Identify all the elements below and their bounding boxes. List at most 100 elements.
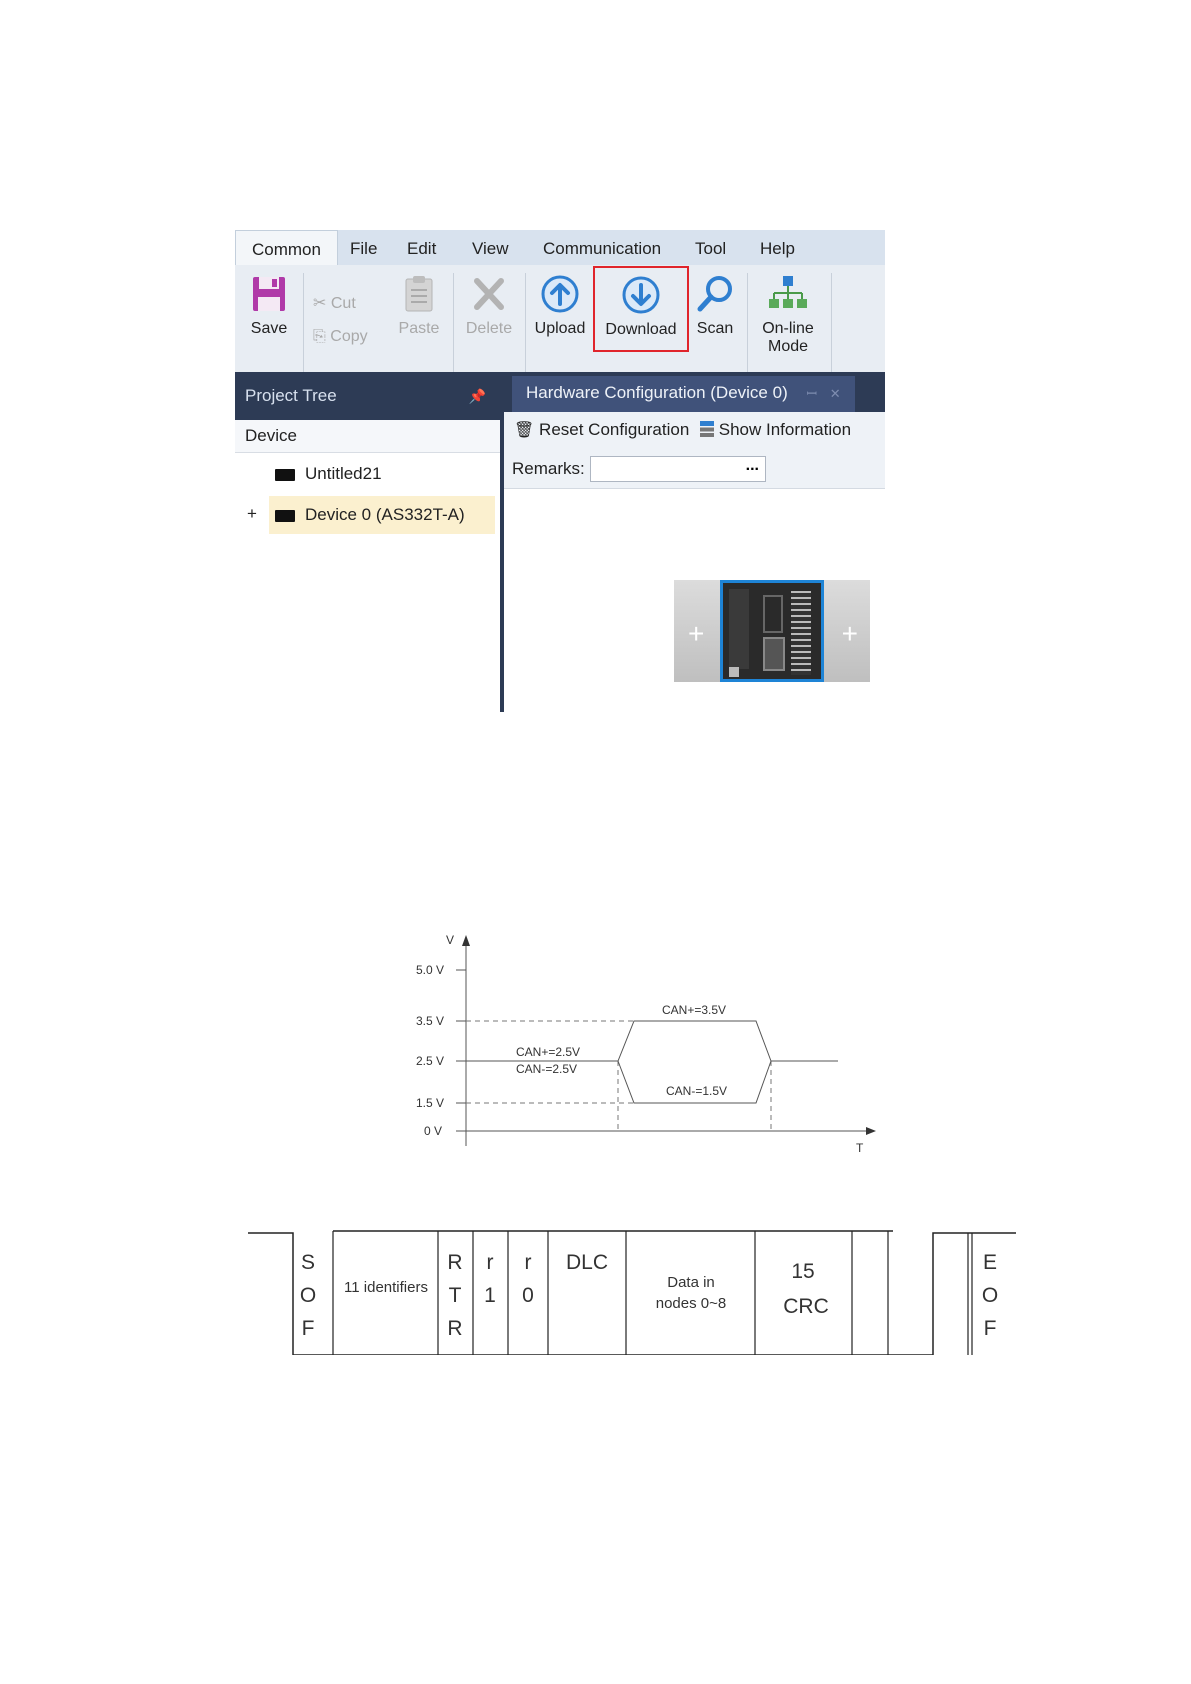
scissors-icon: ✂ [313, 295, 327, 312]
can-low-signal [617, 1060, 772, 1104]
download-button[interactable]: Download [593, 266, 689, 352]
r0-digit: 0 [522, 1284, 534, 1307]
hardware-config-panel: Hardware Configuration (Device 0) ꟷ ✕ 🗑 … [504, 372, 885, 712]
cpu-module-as332t[interactable] [720, 580, 824, 682]
menu-tab-common[interactable]: Common [235, 230, 338, 266]
online-mode-label-1: On-line [762, 320, 814, 337]
save-button[interactable]: Save [243, 273, 295, 338]
add-slot-right-button[interactable]: + [841, 618, 858, 649]
tree-expander[interactable]: + [247, 504, 257, 523]
clipboard-icon [405, 276, 433, 312]
pin-icon[interactable]: 📌 [468, 388, 486, 404]
ribbon-separator [303, 273, 304, 373]
copy-label: Copy [330, 328, 368, 345]
project-tree-header: Project Tree 📌 [235, 372, 500, 420]
sof-letter: O [300, 1284, 316, 1307]
ribbon-separator [831, 273, 832, 373]
browse-ellipsis-button[interactable]: ... [745, 457, 759, 474]
can-high-signal [466, 1020, 838, 1062]
folder-icon [275, 509, 295, 522]
x-axis-label: T [856, 1141, 864, 1155]
cut-button[interactable]: ✂ Cut [313, 293, 393, 313]
network-icon [769, 276, 807, 308]
rtr-letter: T [449, 1284, 462, 1307]
y-axis-arrow [462, 935, 470, 946]
upload-arrow-icon [541, 275, 579, 313]
menu-bar: Common File Edit View Communication Tool… [235, 230, 885, 266]
reset-configuration-label: Reset Configuration [539, 420, 690, 439]
tab-hardware-configuration[interactable]: Hardware Configuration (Device 0) ꟷ ✕ [512, 376, 855, 412]
tree-item-label: Device 0 (AS332T-A) [305, 505, 465, 524]
menu-tab-edit[interactable]: Edit [407, 239, 437, 258]
show-information-label: Show Information [718, 420, 852, 439]
sof-letter: S [301, 1251, 315, 1274]
download-label: Download [605, 321, 677, 338]
isplsoft-window: Common File Edit View Communication Tool… [235, 230, 885, 712]
data-field-line1: Data in [667, 1274, 715, 1291]
tab-title: Hardware Configuration (Device 0) [526, 383, 788, 402]
eof-letter: O [982, 1284, 998, 1307]
delete-button[interactable]: Delete [461, 273, 517, 338]
add-slot-left-button[interactable]: + [688, 618, 705, 649]
tree-item-label: Untitled21 [305, 464, 382, 483]
r0-letter: r [525, 1251, 532, 1274]
menu-tab-help[interactable]: Help [760, 239, 795, 258]
pin-icon[interactable]: ꟷ [806, 386, 818, 401]
tree-item-untitled21[interactable]: Untitled21 [275, 464, 382, 484]
x-axis-arrow [866, 1127, 876, 1135]
crc-bits: 15 [791, 1260, 814, 1283]
eof-letter: E [983, 1251, 997, 1274]
r1-digit: 1 [484, 1284, 496, 1307]
close-icon[interactable]: ✕ [829, 386, 841, 401]
menu-tab-file[interactable]: File [350, 239, 378, 258]
dlc-field: DLC [566, 1251, 608, 1274]
terminal-connector [791, 591, 811, 675]
rtr-letter: R [447, 1251, 462, 1274]
magnifier-icon [697, 276, 732, 312]
save-label: Save [250, 320, 288, 337]
sd-slot [729, 667, 739, 677]
cut-label: Cut [330, 295, 356, 312]
label-can-minus-dominant: CAN-=1.5V [666, 1084, 727, 1098]
delete-label: Delete [465, 320, 513, 337]
menu-tab-tool[interactable]: Tool [695, 239, 727, 258]
online-mode-label-2: Mode [767, 338, 809, 355]
copy-icon: ⎘ [313, 328, 326, 345]
remarks-input[interactable]: ... [590, 456, 766, 482]
rtr-letter: R [447, 1317, 462, 1340]
save-icon [253, 277, 285, 311]
remarks-row: Remarks: ... [504, 450, 885, 489]
reset-configuration-button[interactable]: 🗑 Reset Configuration [514, 420, 689, 440]
tree-item-device0[interactable]: Device 0 (AS332T-A) [269, 496, 495, 534]
y-axis-label: V [446, 933, 454, 947]
show-information-button[interactable]: Show Information [700, 420, 851, 440]
identifier-field: 11 identifiers [344, 1279, 428, 1296]
ribbon-separator [525, 273, 526, 373]
menu-tab-view[interactable]: View [472, 239, 509, 258]
menu-tab-communication[interactable]: Communication [543, 239, 662, 258]
upload-label: Upload [534, 320, 586, 337]
tick-2-5v: 2.5 V [416, 1054, 444, 1068]
tick-0v: 0 V [424, 1124, 442, 1138]
trash-icon: 🗑 [514, 422, 535, 439]
tree-column-header: Device [235, 420, 500, 453]
tick-1-5v: 1.5 V [416, 1096, 444, 1110]
label-can-plus-recessive: CAN+=2.5V [516, 1045, 580, 1059]
project-tree-panel: Project Tree 📌 Device Untitled21 + Devic… [235, 372, 504, 712]
label-can-plus-dominant: CAN+=3.5V [662, 1003, 726, 1017]
paste-label: Paste [398, 320, 440, 337]
online-mode-button[interactable]: On-line Mode [753, 273, 823, 356]
ethernet-port-icon [763, 637, 785, 671]
can-voltage-diagram: V T 5.0 V 3.5 V 2.5 V 1.5 V 0 V CAN+=2.5… [416, 933, 876, 1155]
download-arrow-icon [622, 276, 660, 314]
can-frame-diagram: S O F R T R r 1 r 0 DLC 15 CRC E O F 11 … [248, 1230, 1016, 1355]
scan-button[interactable]: Scan [690, 273, 740, 338]
tick-3-5v: 3.5 V [416, 1014, 444, 1028]
copy-button[interactable]: ⎘ Copy [313, 328, 393, 346]
info-list-icon [700, 421, 714, 437]
tick-5v: 5.0 V [416, 963, 444, 977]
crc-field: CRC [783, 1295, 829, 1318]
upload-button[interactable]: Upload [531, 273, 589, 338]
paste-button[interactable]: Paste [395, 273, 443, 338]
module-display [763, 595, 783, 633]
